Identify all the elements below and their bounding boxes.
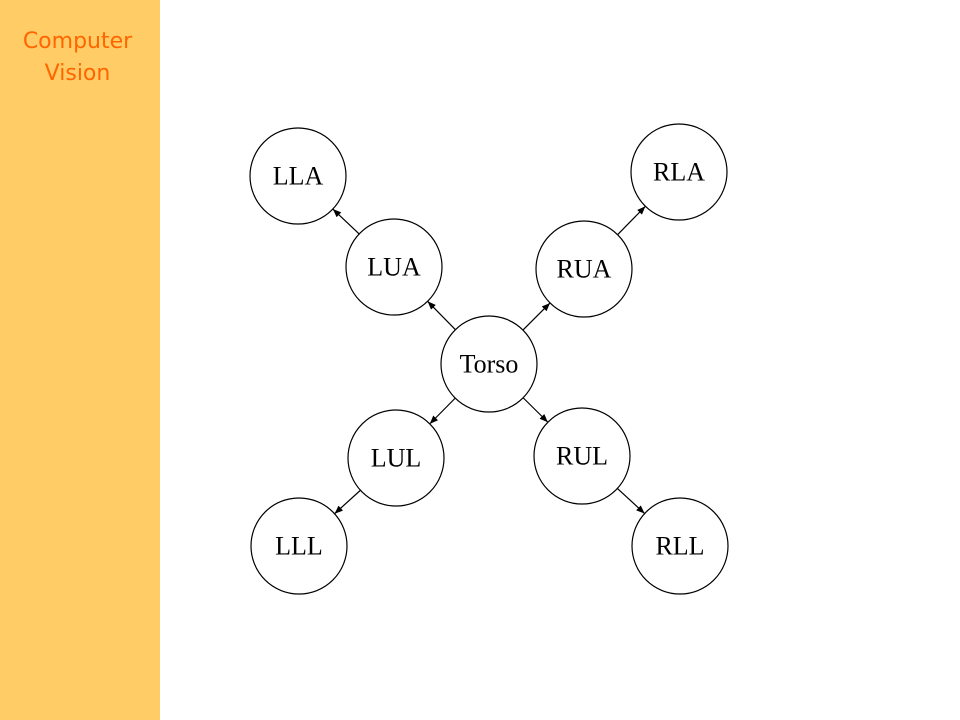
- node-torso: Torso: [440, 315, 538, 413]
- node-rul-circle: [533, 407, 631, 505]
- node-lua-circle: [345, 218, 443, 316]
- edge-torso-to-rul: [522, 397, 549, 423]
- node-rul-label: RUL: [556, 442, 608, 471]
- sidebar: Computer Vision: [0, 0, 160, 720]
- node-lul: LUL: [347, 409, 445, 507]
- node-rla-label: RLA: [653, 158, 705, 187]
- node-torso-circle: [440, 315, 538, 413]
- body-parts-tree-diagram: LLA LUA RLA RUA Torso LUL: [160, 0, 960, 720]
- node-rll-label: RLL: [655, 532, 704, 561]
- edge-torso-to-rua: [522, 302, 551, 331]
- node-torso-label: Torso: [460, 350, 519, 379]
- node-lul-label: LUL: [371, 444, 422, 473]
- node-lll-label: LLL: [275, 532, 323, 561]
- node-lua-label: LUA: [367, 253, 421, 282]
- node-lla: LLA: [249, 127, 347, 225]
- edge-torso-to-lua: [427, 300, 456, 331]
- node-rll: RLL: [631, 497, 729, 595]
- sidebar-title: Computer Vision: [0, 26, 155, 90]
- sidebar-title-line2: Vision: [44, 61, 111, 86]
- diagram-canvas: LLA LUA RLA RUA Torso LUL: [249, 123, 729, 595]
- edges: [332, 205, 646, 515]
- sidebar-title-line1: Computer: [22, 29, 133, 54]
- edge-lul-to-lll: [334, 489, 361, 515]
- edge-lua-to-lla: [332, 208, 360, 235]
- node-lul-circle: [347, 409, 445, 507]
- node-lla-circle: [249, 127, 347, 225]
- edge-rua-to-rla: [617, 205, 646, 236]
- nodes: LLA LUA RLA RUA Torso LUL: [249, 123, 729, 595]
- edge-rul-to-rll: [616, 488, 646, 514]
- node-lla-label: LLA: [273, 162, 324, 191]
- node-rua-label: RUA: [557, 255, 612, 284]
- node-rla-circle: [630, 123, 728, 221]
- edge-torso-to-lul: [429, 397, 456, 425]
- node-lll-circle: [250, 497, 348, 595]
- node-rua-circle: [535, 220, 633, 318]
- node-rll-circle: [631, 497, 729, 595]
- node-rul: RUL: [533, 407, 631, 505]
- node-rla: RLA: [630, 123, 728, 221]
- node-lua: LUA: [345, 218, 443, 316]
- node-lll: LLL: [250, 497, 348, 595]
- node-rua: RUA: [535, 220, 633, 318]
